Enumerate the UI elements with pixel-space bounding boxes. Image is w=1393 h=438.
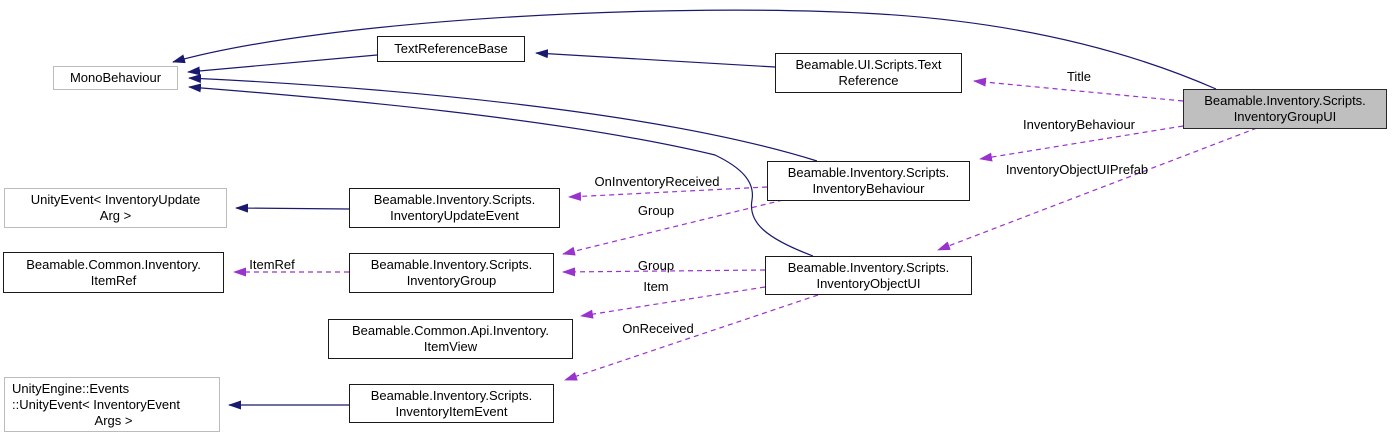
class-label-line1: Beamable.Inventory.Scripts. xyxy=(787,165,950,180)
class-label-line1: Beamable.Inventory.Scripts. xyxy=(370,387,533,403)
class-label-line2: InventoryBehaviour xyxy=(812,181,925,196)
edge-label-group-lower: Group xyxy=(637,258,675,273)
class-label-line2: InventoryObjectUI xyxy=(816,275,921,291)
edge-label-item: Item xyxy=(643,279,669,294)
class-label: MonoBehaviour xyxy=(69,70,162,85)
class-label-line2: Reference xyxy=(838,73,899,88)
class-node-inventorygroup[interactable]: Beamable.Inventory.Scripts. InventoryGro… xyxy=(349,253,554,293)
edge-inventorygroupui-monobehaviour xyxy=(172,9,1217,90)
class-label-line1: Beamable.Common.Inventory. xyxy=(26,256,201,272)
class-label-line3: Args > xyxy=(94,412,133,428)
edge-inventoryobjectuiprefab xyxy=(937,127,1258,251)
class-label-line2: InventoryGroup xyxy=(406,273,497,288)
edge-label-group-upper: Group xyxy=(637,203,675,218)
edge-label-itemref: ItemRef xyxy=(249,257,295,272)
class-label-line1: Beamable.Inventory.Scripts. xyxy=(787,259,950,275)
class-label-line2: InventoryGroupUI xyxy=(1233,109,1337,124)
class-label-line1: Beamable.Inventory.Scripts. xyxy=(1204,93,1366,108)
class-label-line1: UnityEngine::Events xyxy=(12,380,130,396)
edge-inventorybehaviour xyxy=(979,125,1184,162)
class-node-inventoryupdateevent[interactable]: Beamable.Inventory.Scripts. InventoryUpd… xyxy=(349,188,560,228)
class-label-line1: UnityEvent< InventoryUpdate xyxy=(30,192,201,207)
edge-group-objectui xyxy=(562,267,766,277)
edge-textreferencebase-monobehaviour xyxy=(187,54,378,76)
class-node-unityengine-unityevent-inventoryeventargs: UnityEngine::Events ::UnityEvent< Invent… xyxy=(4,377,220,432)
class-node-inventorybehaviour[interactable]: Beamable.Inventory.Scripts. InventoryBeh… xyxy=(767,161,970,201)
inheritance-edges xyxy=(172,9,1217,410)
class-node-inventorygroupui-current: Beamable.Inventory.Scripts. InventoryGro… xyxy=(1183,89,1387,129)
edge-inventoryupdateevent-unityevent xyxy=(235,203,350,213)
edge-label-onreceived: OnReceived xyxy=(622,321,694,336)
class-label-line2: ItemRef xyxy=(90,272,137,288)
class-label-line2: Arg > xyxy=(99,208,132,223)
edge-inventorybehaviour-monobehaviour xyxy=(188,74,818,162)
class-node-itemview[interactable]: Beamable.Common.Api.Inventory. ItemView xyxy=(328,319,573,359)
class-label-line1: Beamable.UI.Scripts.Text xyxy=(795,57,942,72)
usage-edges xyxy=(233,77,1258,381)
class-label-line2: ::UnityEvent< InventoryEvent xyxy=(12,396,181,412)
class-label-line2: ItemView xyxy=(423,339,478,354)
class-label-line1: Beamable.Inventory.Scripts. xyxy=(373,192,536,207)
edge-label-oninventoryreceived: OnInventoryReceived xyxy=(594,174,720,189)
edge-onreceived xyxy=(564,294,819,381)
edge-item xyxy=(580,286,766,319)
edge-label-title: Title xyxy=(1066,69,1092,84)
edge-inventoryobjectui-monobehaviour xyxy=(188,83,814,257)
class-node-textreference[interactable]: Beamable.UI.Scripts.Text Reference xyxy=(775,53,962,93)
edge-title xyxy=(973,77,1184,102)
class-node-textreferencebase[interactable]: TextReferenceBase xyxy=(377,36,525,62)
class-node-inventoryobjectui[interactable]: Beamable.Inventory.Scripts. InventoryObj… xyxy=(765,256,972,295)
class-node-unityevent-inventoryupdatearg: UnityEvent< InventoryUpdate Arg > xyxy=(4,188,227,228)
edge-oninventoryreceived xyxy=(568,186,768,201)
class-label-line1: Beamable.Inventory.Scripts. xyxy=(370,257,533,272)
class-node-inventoryitemevent[interactable]: Beamable.Inventory.Scripts. InventoryIte… xyxy=(349,384,554,423)
class-label-line1: Beamable.Common.Api.Inventory. xyxy=(351,323,550,338)
class-label-line2: InventoryItemEvent xyxy=(395,403,508,419)
class-label-line2: InventoryUpdateEvent xyxy=(390,208,519,223)
class-node-itemref[interactable]: Beamable.Common.Inventory. ItemRef xyxy=(3,252,224,293)
class-node-monobehaviour: MonoBehaviour xyxy=(53,66,178,90)
edge-group-behaviour xyxy=(562,199,784,256)
class-label: TextReferenceBase xyxy=(394,41,508,56)
edge-label-inventorybehaviour: InventoryBehaviour xyxy=(1022,117,1136,132)
edge-label-inventoryobjectuiprefab: InventoryObjectUIPrefab xyxy=(1005,162,1149,177)
edge-textreference-textreferencebase xyxy=(535,49,776,68)
